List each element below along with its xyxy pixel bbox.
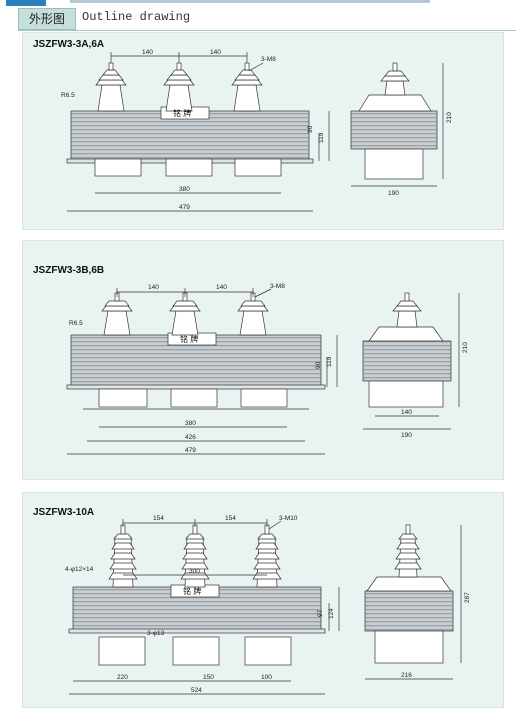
dim-hole: R6.5 [61,92,75,99]
dim-height: 210 [462,342,469,353]
side-view [364,524,462,680]
dim-mount: 3-M8 [261,56,276,63]
dim-h-inner: 90 [315,361,322,369]
outline-drawing-3a: 140 140 3-M8 R6.5 铭 牌 90 119 380 479 210… [61,49,453,212]
section-header: 外形图 Outline drawing [18,8,516,31]
model-label: JSZFW3-3A,6A [33,39,105,50]
tagline-strip [70,0,430,3]
front-view [66,288,338,455]
nameplate: 铭 牌 [173,108,191,118]
dim-height: 210 [446,112,453,123]
drawing-panel-3a: JSZFW3-3A,6A [22,32,504,230]
dim-pitch-2: 140 [216,284,227,291]
dim-h-inner: 90 [307,125,314,133]
dim-inner-width: 140 [401,409,412,416]
dim-h-outer: 124 [328,608,335,619]
dim-pitch-2: 154 [225,515,236,522]
front-view [66,52,330,212]
dim-pitch-1: 140 [148,284,159,291]
dim-width: 190 [388,190,399,197]
outline-drawing-3b: 140 140 3-M8 R6.5 铭 牌 90 119 380 426 479… [66,283,469,455]
dim-mount: 3-M10 [279,515,298,522]
dim-seg-1: 220 [117,674,128,681]
nameplate: 铭 牌 [183,586,201,596]
dim-h-outer: 119 [318,132,325,143]
dim-width: 216 [401,672,412,679]
dim-mid: 426 [185,434,196,441]
header-rule [18,30,516,31]
nameplate: 铭 牌 [180,334,198,344]
dim-holes: 3-φ13 [147,630,165,637]
dim-pitch-1: 154 [153,515,164,522]
dim-base: 380 [185,420,196,427]
dim-hole: R6.5 [69,320,83,327]
dim-seg-3: 100 [261,674,272,681]
model-label: JSZFW3-10A [33,507,95,518]
dim-h-outer: 119 [326,356,333,367]
dim-height: 287 [464,592,471,603]
dim-pitch-2: 140 [210,49,221,56]
drawing-panel-10a: JSZFW3-10A [22,492,504,708]
front-view [68,519,340,695]
top-strip [0,0,528,8]
dim-pitch-1: 140 [142,49,153,56]
dim-seg-2: 150 [203,674,214,681]
model-label: JSZFW3-3B,6B [33,265,105,276]
dim-base: 380 [179,186,190,193]
side-view [362,292,460,430]
section-title-cn: 外形图 [18,8,76,30]
dim-overall: 524 [191,687,202,694]
dim-width: 190 [401,432,412,439]
dim-h-inner: 97 [317,609,324,617]
side-view [350,62,444,187]
brand-logo [6,0,46,6]
dim-inner: 300 [189,568,200,575]
outline-drawing-10a: 154 154 3-M10 4-φ12×14 300 铭 牌 3-φ13 97 … [65,515,471,695]
section-title-en: Outline drawing [82,10,191,24]
dim-overall: 479 [185,447,196,454]
drawing-panel-3b: JSZFW3-3B,6B 140 140 [22,240,504,480]
dim-overall: 479 [179,204,190,211]
dim-mount: 3-M8 [270,283,285,290]
dim-hole: 4-φ12×14 [65,566,94,573]
